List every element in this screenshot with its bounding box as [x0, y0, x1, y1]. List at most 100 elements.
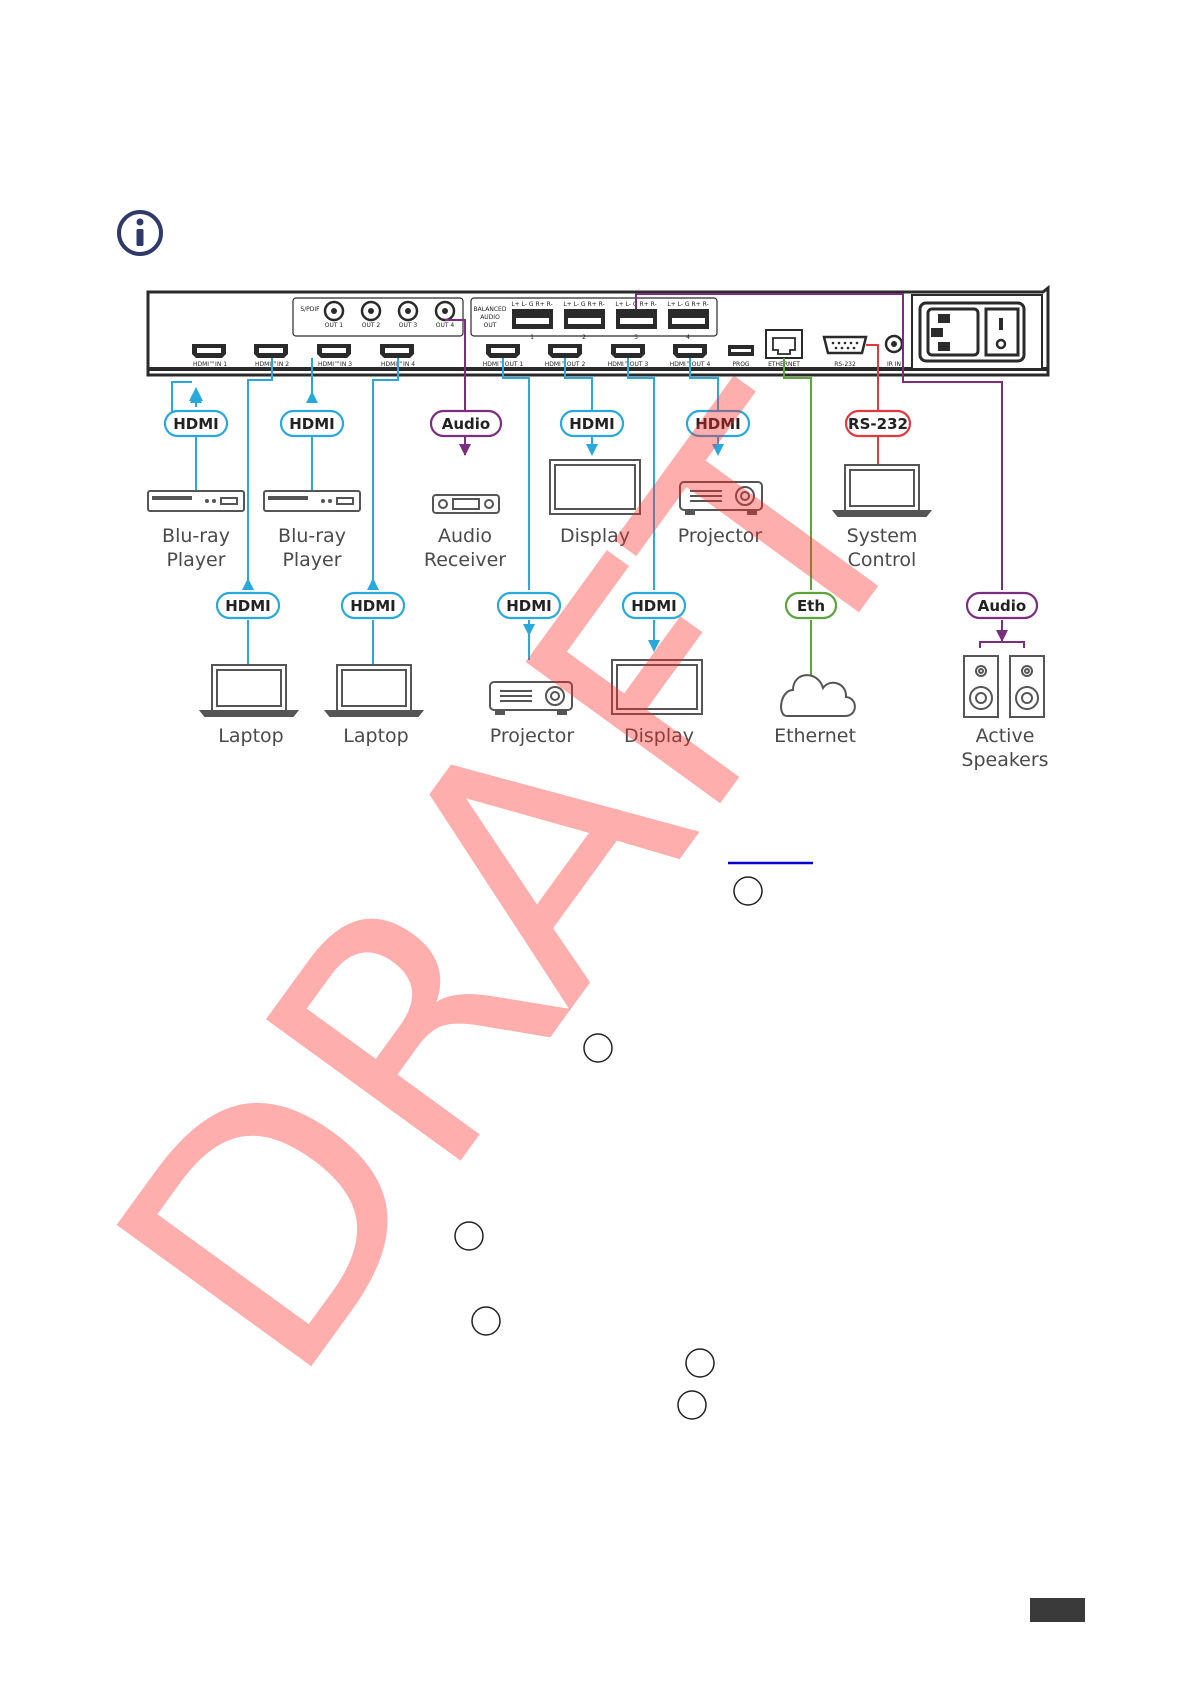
hdmi-out-2-port[interactable] — [548, 344, 582, 358]
svg-text:HDMI: HDMI — [173, 415, 219, 433]
power-inlet-switch[interactable] — [911, 294, 1043, 370]
bluray-player-icon — [263, 490, 361, 512]
balanced-terminal-2[interactable]: L+ L- G R+ R- 2 — [563, 301, 605, 341]
step-circle — [471, 1306, 501, 1336]
svg-text:HDMI: HDMI — [631, 597, 677, 615]
audio-receiver-icon — [432, 494, 500, 514]
projector-icon — [679, 481, 763, 515]
tag-audio-speakers: Audio — [965, 591, 1039, 620]
svg-text:3: 3 — [634, 334, 638, 341]
speaker-right-icon — [1009, 655, 1045, 718]
hdmi-out-1-port[interactable] — [486, 344, 520, 358]
info-circle-icon — [117, 210, 163, 256]
hdmi-in-3-port[interactable] — [317, 344, 351, 358]
prog-usb-port[interactable] — [728, 345, 754, 356]
step-circle — [583, 1033, 613, 1063]
prog-label: PROG — [732, 361, 750, 368]
ethernet-cloud-label: Ethernet — [774, 725, 856, 747]
tag-hdmi-in-1: HDMI — [163, 409, 229, 438]
arrow-up-hdmi-in-1 — [190, 391, 202, 403]
svg-text:HDMI: HDMI — [506, 597, 552, 615]
hdmi-in-3-label: HDMI™IN 3 — [318, 361, 352, 368]
ir-in-port[interactable] — [884, 334, 904, 354]
cable-hdmi-in-1 — [171, 381, 192, 413]
step-circle — [677, 1390, 707, 1420]
cable-hdmi-out-2 — [564, 358, 593, 416]
tag-hdmi-out-1: HDMI — [496, 591, 562, 620]
ethernet-port[interactable] — [765, 329, 803, 359]
step-circle — [685, 1348, 715, 1378]
svg-text:Audio: Audio — [978, 597, 1026, 615]
cable-rs232 — [866, 344, 879, 410]
projector1-label: Projector — [678, 525, 763, 547]
cable-hdmi-out-1 — [502, 358, 530, 590]
rs232-label: RS-232 — [834, 361, 856, 368]
hdmi-in-2-port[interactable] — [254, 344, 288, 358]
laptop-icon — [323, 664, 425, 717]
balanced-label-1: BALANCED — [474, 306, 507, 313]
spdif-section — [292, 297, 464, 337]
spdif-out-1-label: OUT 1 — [325, 322, 344, 329]
cable-hdmi-out-4 — [689, 358, 719, 416]
arrow-up-hdmi-in-2 — [242, 578, 254, 590]
spdif-out-2-port[interactable] — [360, 300, 382, 322]
hdmi-in-1-port[interactable] — [192, 344, 226, 358]
svg-text:Audio: Audio — [442, 415, 490, 433]
svg-text:HDMI: HDMI — [225, 597, 271, 615]
arrow-down-hdmi-out-2 — [586, 444, 598, 456]
display2-label: Display — [624, 725, 694, 747]
arrow-down-hdmi-out-1 — [523, 624, 535, 636]
bluray1-label-1: Blu-ray — [162, 525, 230, 547]
hdmi-in-1-label: HDMI™IN 1 — [193, 361, 227, 368]
rs232-port[interactable] — [822, 335, 868, 355]
tag-hdmi-in-4: HDMI — [340, 591, 406, 620]
hdmi-out-3-port[interactable] — [611, 344, 645, 358]
tag-hdmi-out-4: HDMI — [685, 409, 751, 438]
spdif-out-3-port[interactable] — [397, 300, 419, 322]
svg-text:HDMI: HDMI — [695, 415, 741, 433]
speaker-left-icon — [963, 655, 999, 718]
tag-hdmi-in-2: HDMI — [215, 591, 281, 620]
hdmi-in-4-port[interactable] — [380, 344, 414, 358]
cable-hdmi-in-2 — [247, 358, 273, 580]
arrow-down-spdif — [459, 444, 471, 456]
arrow-up-hdmi-in-3 — [306, 391, 318, 403]
cable-ethernet — [783, 358, 812, 590]
tag-hdmi-out-2: HDMI — [559, 409, 625, 438]
devices — [147, 459, 1045, 718]
svg-text:L+ L- G R+ R-: L+ L- G R+ R- — [563, 301, 604, 308]
laptop-icon — [831, 464, 933, 517]
bluray2-label-1: Blu-ray — [278, 525, 346, 547]
balanced-label-2: AUDIO — [480, 314, 500, 321]
projector2-label: Projector — [490, 725, 575, 747]
display-icon — [611, 659, 703, 715]
bluray1-label-2: Player — [166, 549, 225, 571]
arrow-down-hdmi-out-3 — [648, 640, 660, 652]
spdif-out-1-port[interactable] — [323, 300, 345, 322]
svg-text:L+ L- G R+ R-: L+ L- G R+ R- — [667, 301, 708, 308]
bluray2-label-2: Player — [282, 549, 341, 571]
laptop1-label: Laptop — [218, 725, 283, 747]
speakers-label-1: Active — [976, 725, 1035, 747]
step-circle — [733, 876, 763, 906]
system-control-label-1: System — [847, 525, 918, 547]
display-icon — [549, 459, 641, 515]
step-markers — [454, 876, 763, 1420]
tag-ethernet: Eth — [784, 591, 838, 620]
balanced-audio-section — [470, 297, 718, 337]
spdif-label: S/PDIF — [300, 306, 320, 313]
cable-balanced-3 — [635, 293, 1003, 590]
balanced-terminal-4[interactable]: L+ L- G R+ R- 4 — [667, 301, 709, 341]
tag-audio-receiver: Audio — [429, 409, 503, 438]
svg-text:4: 4 — [686, 334, 690, 341]
svg-text:2: 2 — [582, 334, 586, 341]
arrow-down-balanced — [996, 630, 1008, 642]
system-control-label-2: Control — [848, 549, 917, 571]
spdif-out-3-label: OUT 3 — [399, 322, 418, 329]
hdmi-out-4-port[interactable] — [673, 344, 707, 358]
svg-text:HDMI: HDMI — [350, 597, 396, 615]
balanced-terminal-1[interactable]: L+ L- G R+ R- 1 — [511, 301, 553, 341]
receiver-label-1: Audio — [438, 525, 492, 547]
svg-text:RS-232: RS-232 — [848, 415, 908, 433]
page-number-tab — [1030, 1598, 1085, 1622]
